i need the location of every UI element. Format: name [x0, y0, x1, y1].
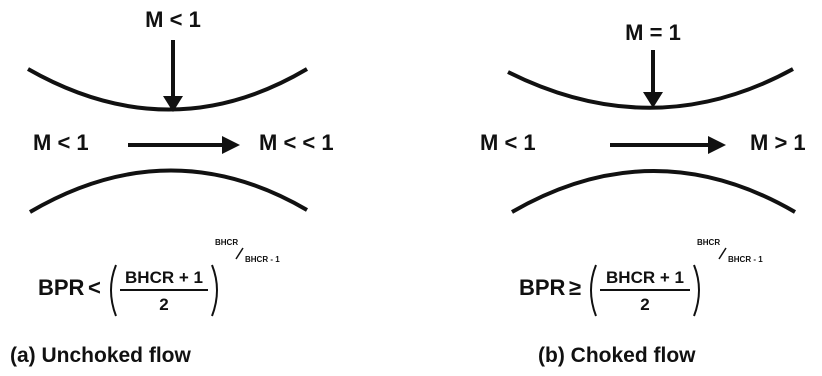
throat-mach-label: M = 1	[625, 20, 681, 45]
choking-equation: BPR < BHCR + 1 2 BHCR BHCR - 1	[38, 238, 280, 317]
exponent-numerator: BHCR	[697, 238, 720, 247]
lower-wall-curve	[28, 168, 309, 214]
panel-unchoked: M < 1 M < 1 M < < 1 BPR < BHCR + 1 2 BHC…	[10, 7, 334, 367]
left-paren	[110, 264, 117, 317]
left-paren	[590, 264, 597, 317]
panel-choked: M = 1 M < 1 M > 1 BPR ≥ BHCR + 1 2 BHCR …	[480, 20, 806, 367]
outlet-mach-label: M > 1	[750, 130, 806, 155]
equation-relation: <	[88, 275, 101, 300]
choking-equation: BPR ≥ BHCR + 1 2 BHCR BHCR - 1	[519, 238, 763, 317]
exponent-slash	[718, 247, 727, 260]
throat-arrow-head	[163, 96, 183, 112]
throat-mach-label: M < 1	[145, 7, 201, 32]
flow-arrow-head	[708, 136, 726, 154]
equation-numerator: BHCR + 1	[125, 268, 203, 287]
exponent-numerator: BHCR	[215, 238, 238, 247]
flow-arrow-head	[222, 136, 240, 154]
inlet-mach-label: M < 1	[480, 130, 536, 155]
lower-wall-curve	[511, 169, 797, 214]
upper-wall-curve	[507, 67, 794, 110]
right-paren	[211, 264, 218, 317]
equation-relation: ≥	[569, 275, 581, 300]
exponent-denominator: BHCR - 1	[728, 255, 763, 264]
inlet-mach-label: M < 1	[33, 130, 89, 155]
throat-arrow-head	[643, 92, 663, 108]
exponent-denominator: BHCR - 1	[245, 255, 280, 264]
outlet-mach-label: M < < 1	[259, 130, 334, 155]
right-paren	[693, 264, 700, 317]
exponent-slash	[235, 247, 244, 260]
upper-wall-curve	[27, 67, 309, 112]
caption-unchoked: (a) Unchoked flow	[10, 344, 192, 367]
equation-denominator: 2	[159, 295, 168, 314]
caption-choked: (b) Choked flow	[538, 344, 696, 367]
equation-lhs: BPR	[38, 275, 85, 300]
equation-numerator: BHCR + 1	[606, 268, 684, 287]
equation-denominator: 2	[640, 295, 649, 314]
equation-lhs: BPR	[519, 275, 566, 300]
